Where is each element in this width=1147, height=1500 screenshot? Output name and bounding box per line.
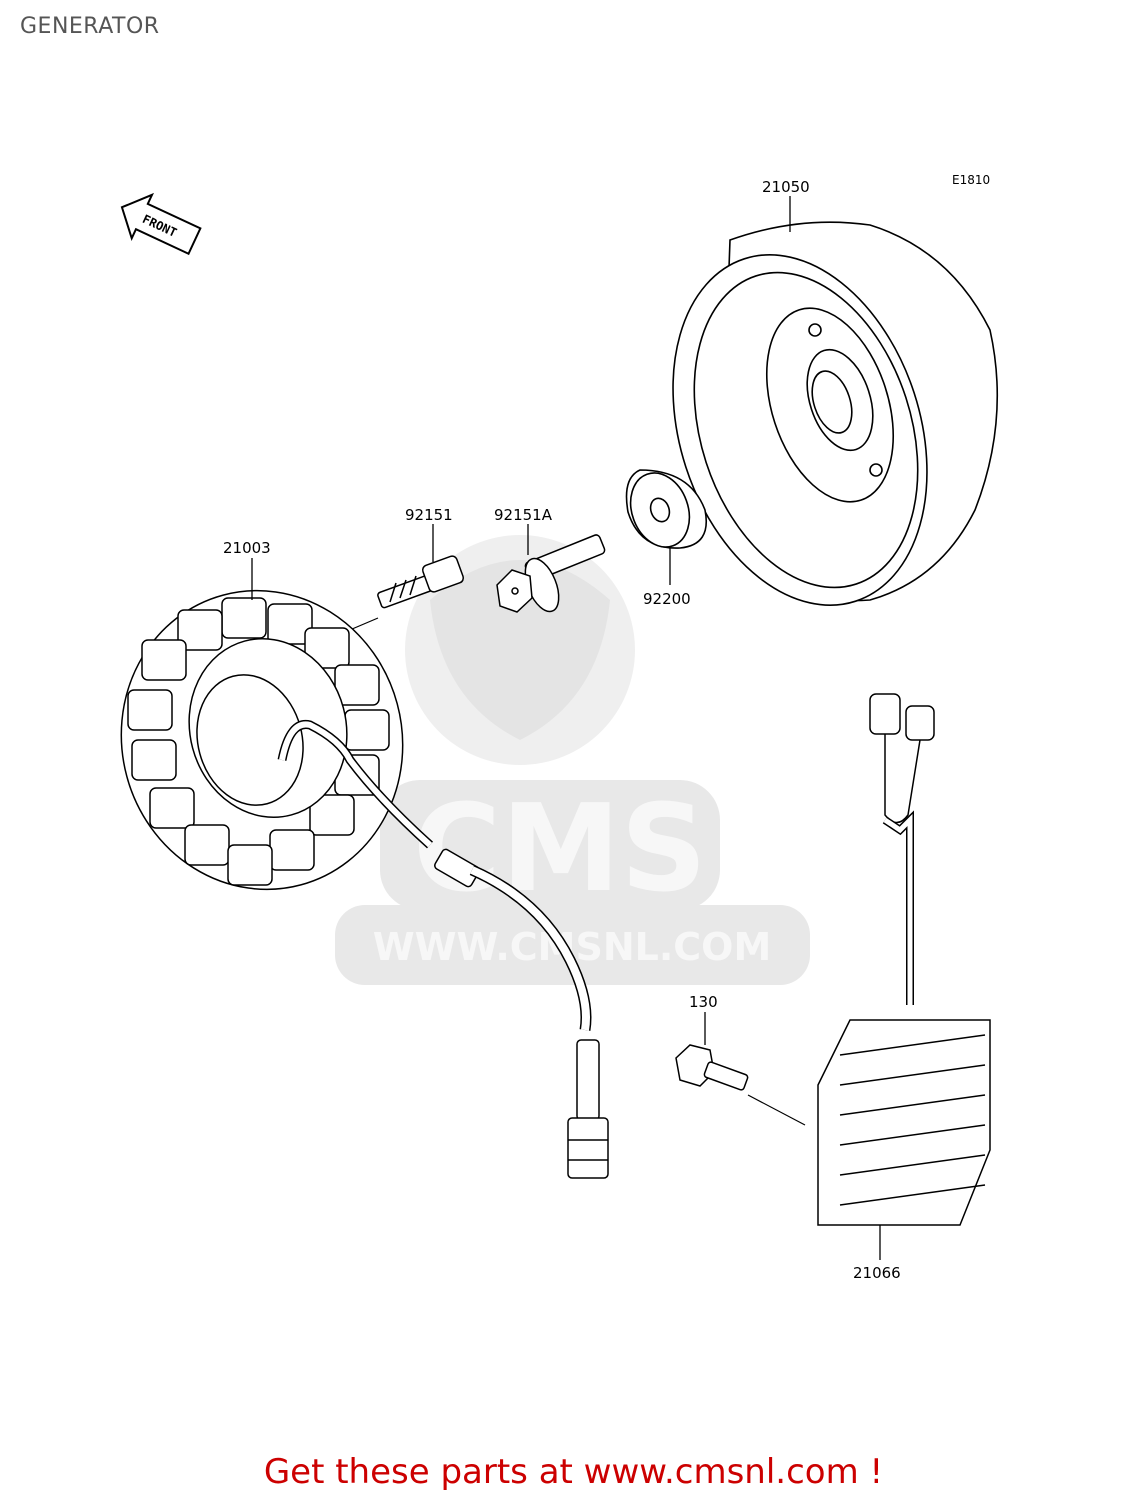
stator-wire-harness: [434, 848, 609, 1179]
rotor-flywheel-21050: [672, 221, 999, 606]
washer-92200: [625, 469, 707, 549]
assembly-guide-line-130: [747, 1094, 806, 1126]
promo-link-text[interactable]: Get these parts at www.cmsnl.com !: [263, 1452, 884, 1492]
page-title: GENERATOR: [20, 14, 160, 39]
callout-92151A: 92151A: [494, 506, 553, 524]
diagram-code: E1810: [952, 173, 990, 187]
stator-21003: [120, 589, 434, 891]
bolt-92151A: [496, 534, 606, 613]
regulator-rectifier-21066: [817, 693, 991, 1226]
cms-watermark: CMS WWW.CMSNL.COM: [335, 535, 810, 985]
callout-92200: 92200: [643, 590, 691, 608]
callout-21066: 21066: [853, 1264, 901, 1282]
callout-92151: 92151: [405, 506, 453, 524]
callout-21003: 21003: [223, 539, 271, 557]
callout-130: 130: [689, 993, 718, 1011]
front-direction-arrow: FRONT: [120, 192, 202, 256]
callout-21050: 21050: [762, 178, 810, 196]
bolt-92151: [377, 555, 465, 609]
bolt-130: [675, 1044, 749, 1091]
watermark-logo-text: CMS: [413, 780, 707, 919]
